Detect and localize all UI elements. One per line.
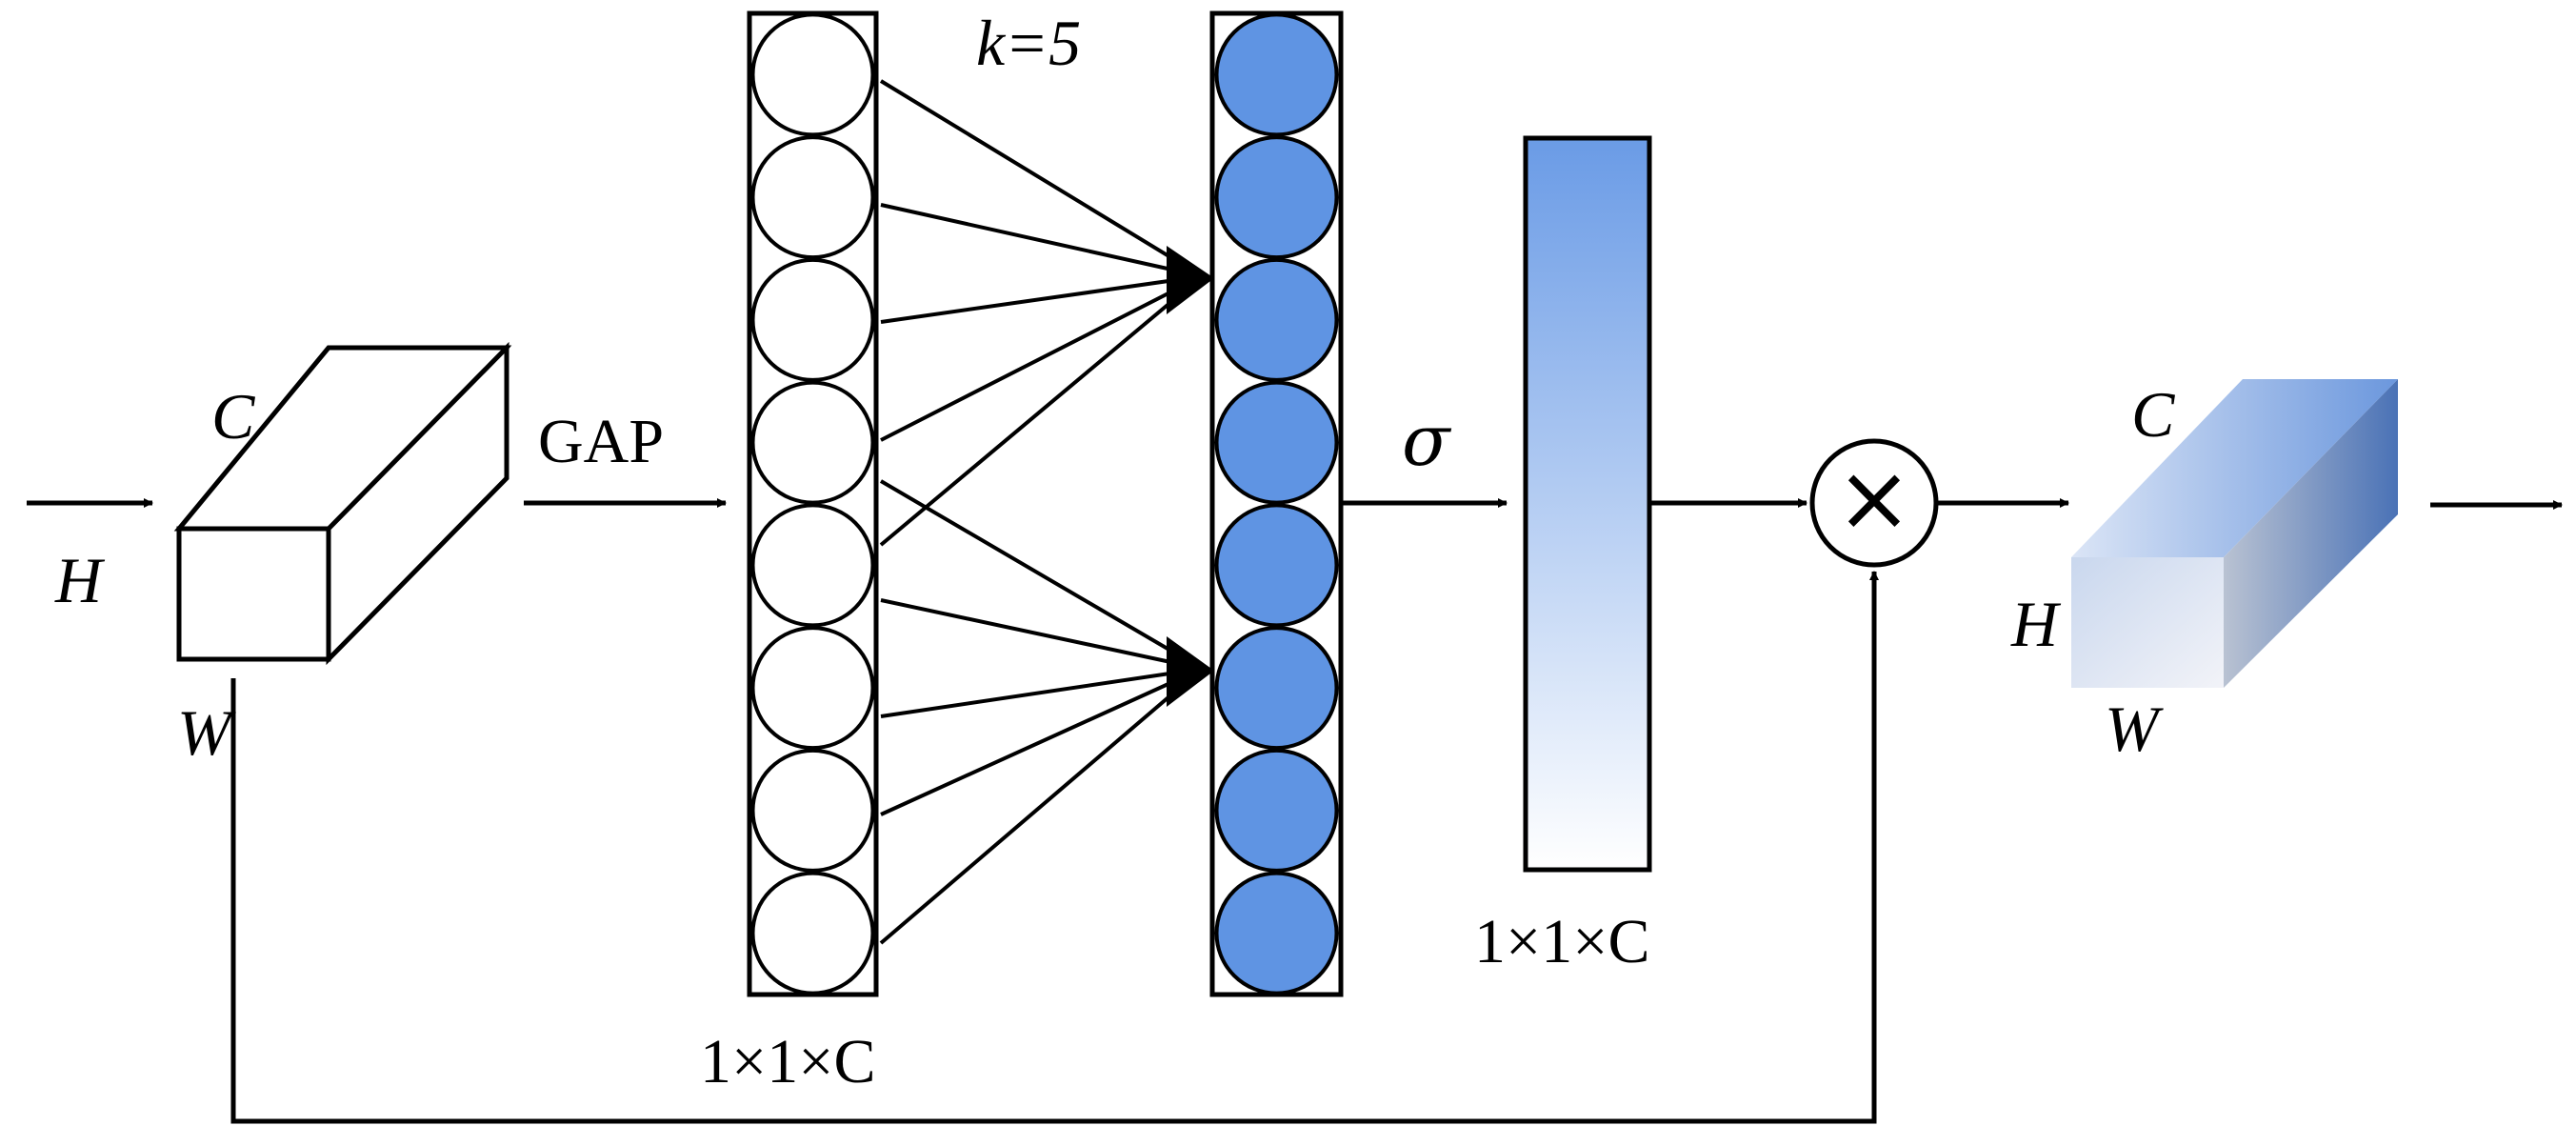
attention-bar [1523,135,1652,873]
multiply-symbol: × [1836,445,1912,552]
output-label-c: C [2131,378,2175,451]
input-tensor [173,341,512,666]
conv-line [880,274,1203,324]
left-vector-node [750,257,875,382]
attention-bar-dims: 1×1×C [1474,907,1649,976]
conv-line [880,598,1203,671]
left-vector-dims: 1×1×C [700,1027,875,1096]
input-label-h: H [54,544,106,616]
conv-line [880,667,1203,816]
right-vector-node [1214,626,1339,751]
conv-line [880,667,1203,718]
left-vector-node [750,503,875,628]
left-vector-node [750,380,875,505]
right-vector-nodes [1214,12,1339,995]
left-vector-node [750,12,875,137]
output-tensor-front [2071,557,2224,688]
conv-line [879,79,1204,278]
left-vector-node [750,135,875,260]
left-vector-node [750,748,875,873]
conv-arrowhead-top [1167,246,1214,314]
output-tensor-side [2224,379,2398,688]
sigma-label: σ [1402,400,1452,482]
conv-line [880,203,1203,278]
right-vector-node [1214,257,1339,382]
right-vector-node [1214,135,1339,260]
output-label-h: H [2010,588,2062,660]
output-label-w: W [2105,693,2164,765]
conv-arrowhead-bottom [1167,636,1214,707]
conv-line [879,274,1204,547]
left-vector-node [750,871,875,995]
skip-connection [230,571,1879,1124]
right-vector-node [1214,871,1339,995]
output-tensor [2071,379,2398,688]
conv-line [880,274,1203,442]
conv-line [879,667,1204,945]
right-vector-node [1214,748,1339,873]
input-label-c: C [211,380,255,452]
kernel-label: k=5 [976,7,1081,79]
left-vector-node [750,626,875,751]
left-vector-nodes [750,12,875,995]
input-tensor-front [176,526,331,662]
gap-label: GAP [538,407,664,476]
right-vector-node [1214,12,1339,137]
conv-line [879,479,1204,671]
conv-connections [879,79,1204,945]
input-label-w: W [177,696,236,769]
right-vector-node [1214,380,1339,505]
output-tensor-top [2071,379,2398,557]
right-vector-node [1214,503,1339,628]
